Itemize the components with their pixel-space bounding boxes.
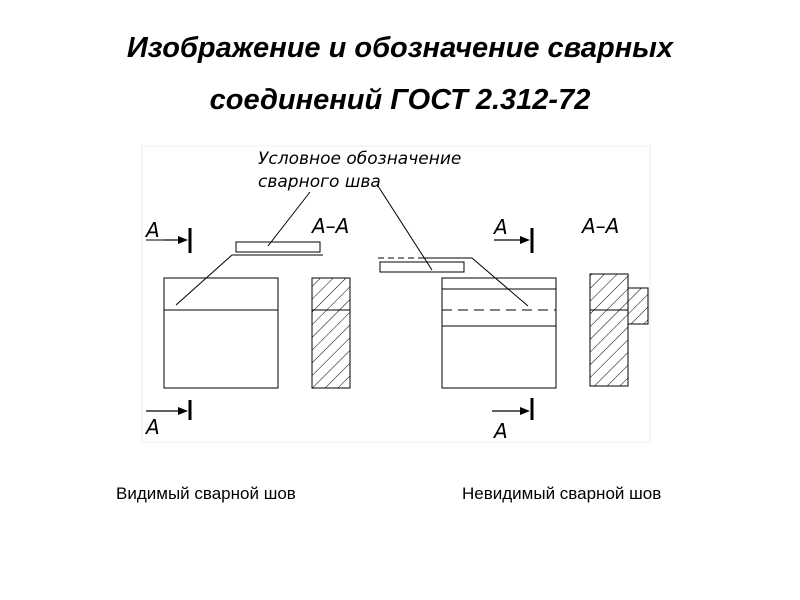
section-arrow-head-bottom-right bbox=[520, 407, 530, 415]
weld-symbol-box-right bbox=[379, 261, 465, 273]
section-hatch-bottom-right bbox=[589, 309, 629, 387]
part-front-view-right bbox=[441, 277, 557, 389]
section-mark-bottom-left: А bbox=[144, 415, 160, 439]
caption-visible-weld: Видимый сварной шов bbox=[116, 484, 296, 503]
part-front-view bbox=[163, 277, 279, 389]
page-title: Изображение и обозначение сварных bbox=[126, 32, 674, 64]
leader-line-right bbox=[471, 257, 529, 307]
page-subtitle: соединений ГОСТ 2.312-72 bbox=[209, 84, 591, 116]
section-hatch-bottom bbox=[311, 309, 351, 389]
section-arrow-head-right bbox=[520, 236, 530, 244]
section-mark-top-left: А bbox=[144, 218, 160, 242]
section-hatch-weld-right bbox=[627, 287, 649, 325]
section-mark-bottom-right: А bbox=[492, 419, 508, 443]
section-hatch-top bbox=[311, 277, 351, 311]
section-arrow-head bbox=[178, 236, 188, 244]
section-hatch-top-right bbox=[589, 273, 629, 311]
leader-line-from-callout-right bbox=[377, 185, 433, 271]
leader-line-from-callout bbox=[267, 191, 311, 247]
drawing-frame bbox=[141, 145, 651, 443]
weld-symbol-box bbox=[235, 241, 321, 253]
section-view-label-left: А–А bbox=[310, 214, 349, 238]
leader-line bbox=[175, 254, 233, 306]
callout-text-line1: Условное обозначение bbox=[258, 149, 461, 169]
hidden-weld-drawing: А А–А А bbox=[377, 185, 649, 443]
section-mark-top-right: А bbox=[492, 215, 508, 239]
caption-hidden-weld: Невидимый сварной шов bbox=[462, 484, 662, 503]
section-arrow-head-bottom bbox=[178, 407, 188, 415]
visible-weld-drawing: А А–А А bbox=[144, 191, 351, 439]
callout-text-line2: сварного шва bbox=[258, 172, 381, 192]
section-view-label-right: А–А bbox=[580, 214, 619, 238]
